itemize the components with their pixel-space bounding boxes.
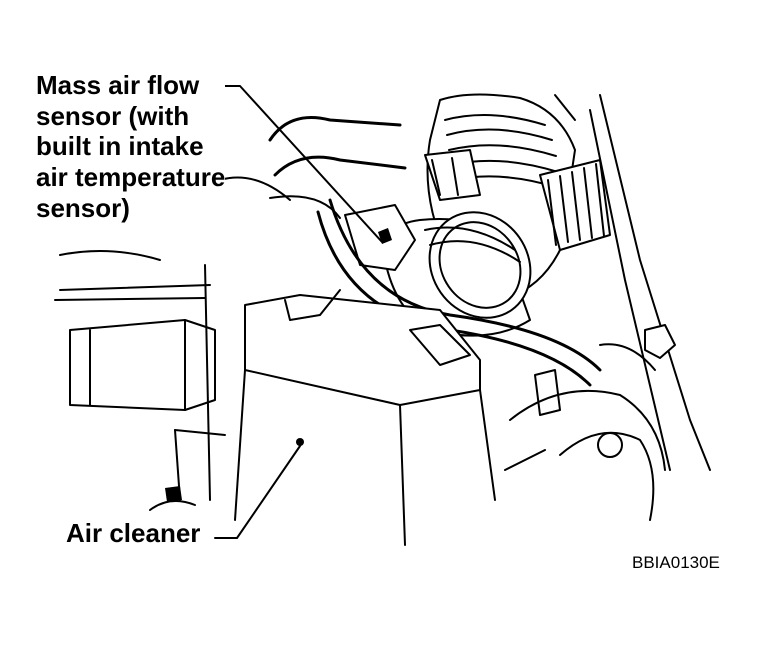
- leader-lines: [214, 85, 383, 539]
- mass-air-flow-sensor-label: Mass air flow sensor (with built in inta…: [36, 70, 226, 224]
- bolt-lower-left: [149, 486, 196, 511]
- left-component: [54, 264, 216, 501]
- duct-bellows-right: [539, 159, 611, 251]
- air-cleaner-label: Air cleaner: [66, 518, 201, 549]
- right-lower-components: [504, 324, 676, 521]
- figure-code: BBIA0130E: [632, 553, 720, 572]
- body-frame: [554, 94, 711, 471]
- air-cleaner-housing: [174, 289, 496, 546]
